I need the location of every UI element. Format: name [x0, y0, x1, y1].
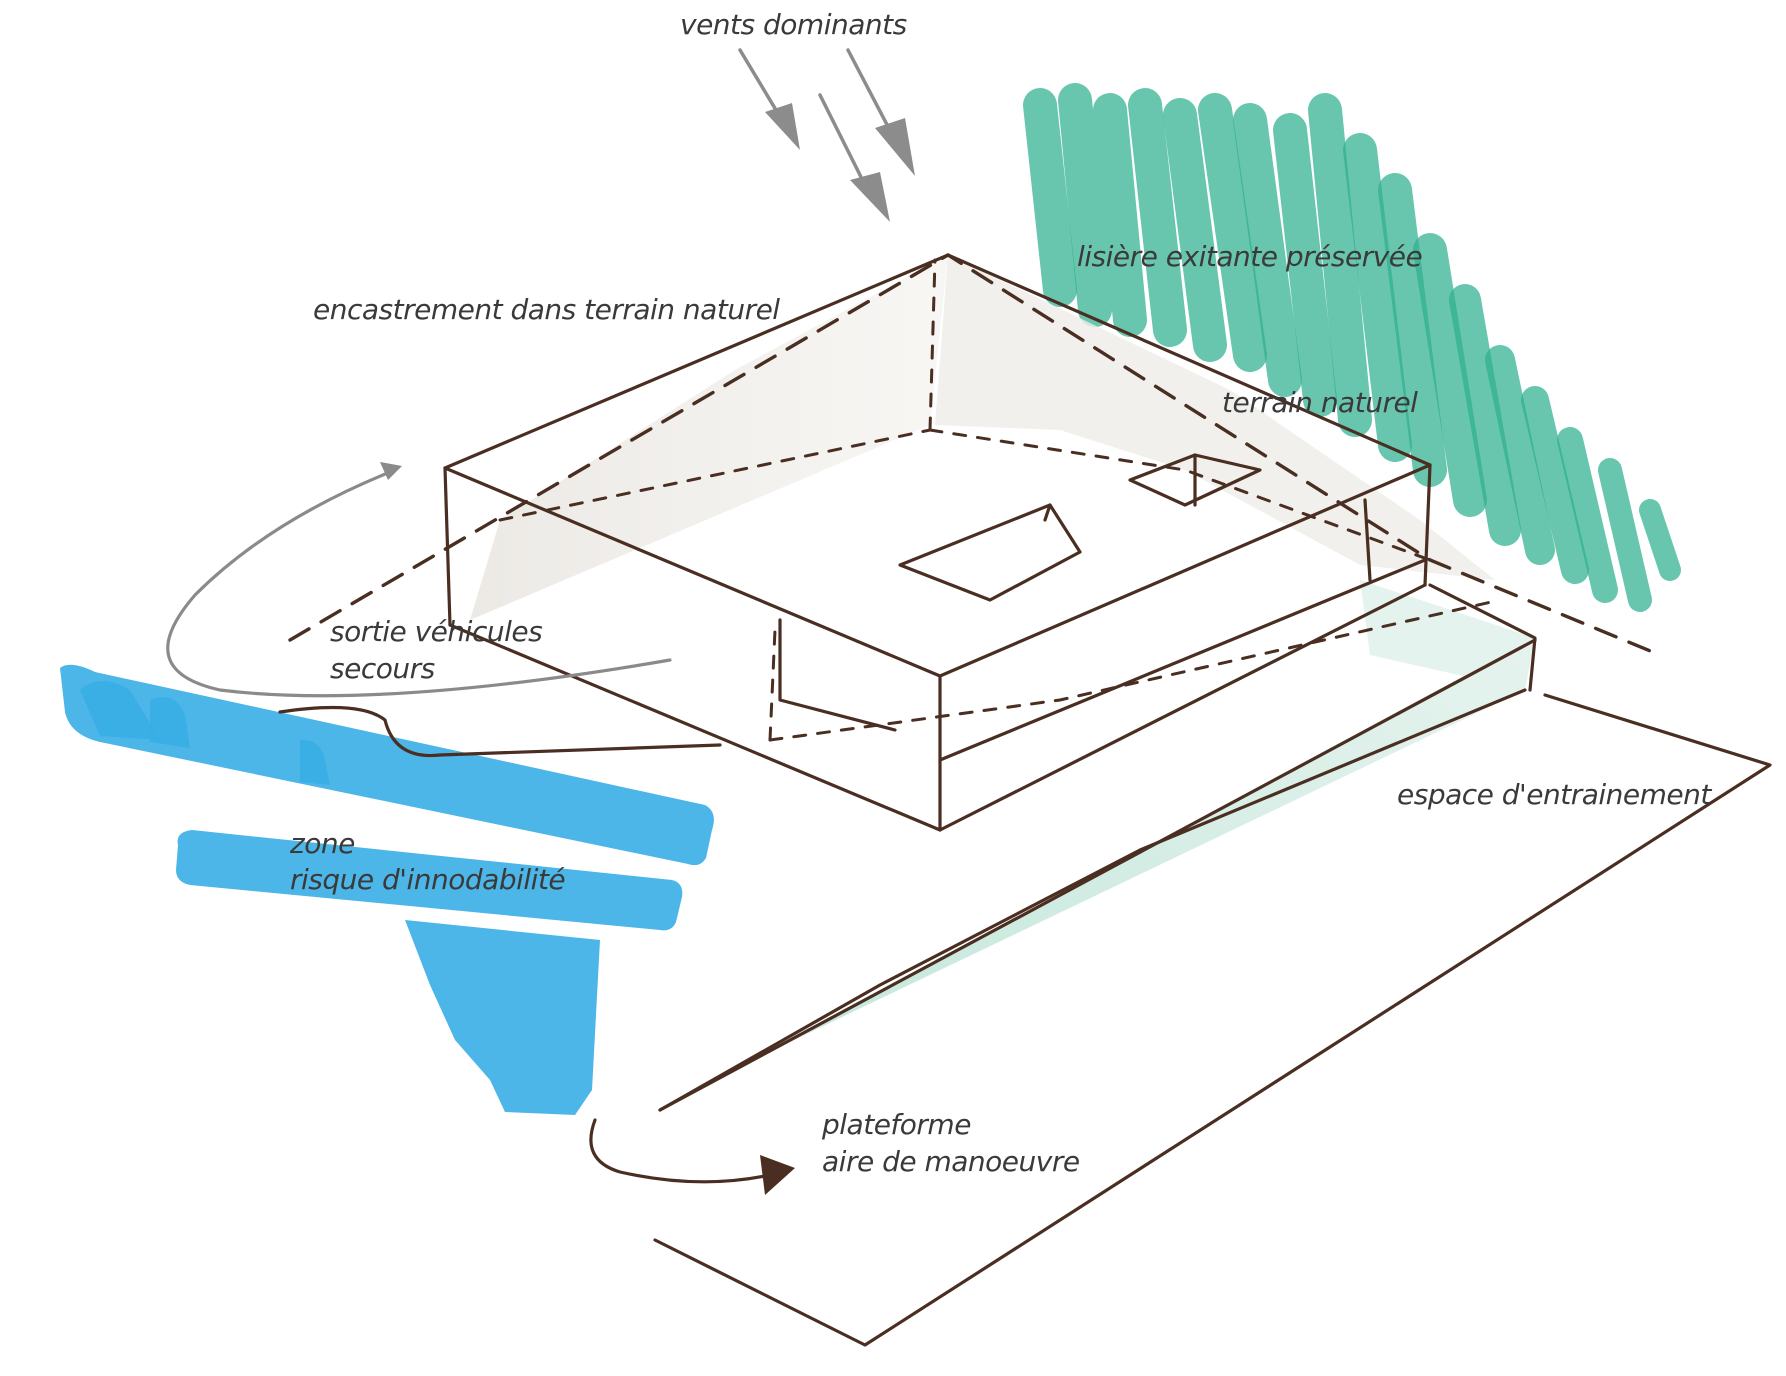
wind-arrowhead-1: [765, 103, 800, 150]
label-encastrement: encastrement dans terrain naturel: [313, 293, 780, 326]
site-platforms: [278, 583, 1772, 1347]
wind-arrows: [738, 48, 915, 222]
label-lisiere: lisière exitante préservée: [1077, 240, 1422, 273]
plateforme-arrowhead: [760, 1155, 795, 1195]
flood-zone-bands: [60, 664, 714, 1115]
terrain-dashed-lines: [288, 253, 1662, 742]
vegetation-hatch: [1023, 83, 1681, 612]
wind-arrowhead-2: [850, 172, 890, 222]
label-vents-dominants: vents dominants: [680, 8, 907, 41]
label-sortie-vehicules: sortie véhicules: [330, 615, 542, 648]
annotations: vents dominants lisière exitante préserv…: [289, 8, 1713, 1178]
wind-arrowhead-3: [875, 118, 915, 176]
label-espace-entrainement: espace d'entrainement: [1397, 778, 1712, 811]
vehicle-exit-arrow: [166, 462, 672, 698]
label-secours: secours: [330, 652, 435, 685]
label-zone: zone: [289, 827, 355, 860]
label-aire-manoeuvre: aire de manoeuvre: [822, 1145, 1080, 1178]
label-terrain-naturel: terrain naturel: [1222, 386, 1418, 419]
label-plateforme: plateforme: [821, 1108, 971, 1141]
exit-arrowhead: [380, 462, 402, 480]
label-risque: risque d'innodabilité: [290, 863, 565, 896]
